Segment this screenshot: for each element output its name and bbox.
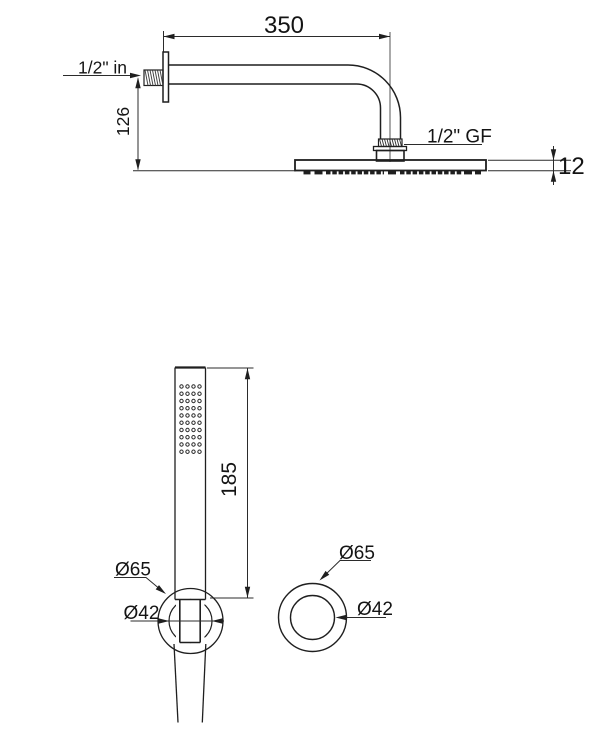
front-outer-diameter-callout: Ø65 — [317, 543, 375, 583]
shower-arm-outline — [168, 64, 402, 139]
holder-outer-diameter-callout-side: Ø65 — [114, 560, 168, 597]
shower-head-disc — [294, 159, 487, 172]
head-connector-nut — [377, 138, 403, 148]
holder-front-view: Ø65 Ø42 — [277, 543, 393, 653]
inlet-nipple — [143, 69, 164, 87]
inlet-connection-callout: 1/2" in — [63, 58, 141, 79]
dim-handle-length-label: 185 — [218, 462, 241, 497]
holder-inner-diameter-dim-side: Ø42 — [124, 603, 224, 624]
hand-shower-handle — [174, 366, 207, 600]
dim-arm-length: 350 — [163, 12, 390, 52]
holder-outer-diameter-label-side: Ø65 — [115, 560, 151, 581]
hand-shower-nozzle-grid — [179, 384, 202, 454]
dim-wall-drop: 126 — [113, 77, 296, 172]
head-connection-callout: 1/2" GF — [404, 127, 492, 148]
dim-head-thickness-label: 12 — [558, 153, 585, 180]
dim-wall-drop-label: 126 — [113, 107, 133, 136]
front-inner-diameter-callout: Ø42 — [335, 599, 393, 621]
dim-handle-length: 185 — [207, 367, 254, 599]
overhead-shower-view: 350 1/2" in — [63, 12, 585, 185]
dim-head-thickness: 12 — [488, 146, 585, 185]
front-inner-diameter-label: Ø42 — [357, 599, 393, 620]
wall-flange — [162, 51, 170, 103]
inlet-label: 1/2" in — [78, 58, 127, 78]
shower-head-nozzle-strip — [303, 170, 481, 175]
holder-inner-diameter-label-side: Ø42 — [124, 603, 160, 624]
head-connection-label: 1/2" GF — [427, 127, 492, 148]
hand-shower-view: 185 Ø65 Ø42 — [114, 366, 254, 723]
head-connector-collar — [372, 145, 408, 162]
hose-connector-cone — [173, 643, 207, 723]
holder-inner-circle — [289, 594, 336, 641]
front-outer-diameter-label: Ø65 — [339, 543, 375, 564]
dim-arm-length-label: 350 — [264, 12, 304, 39]
